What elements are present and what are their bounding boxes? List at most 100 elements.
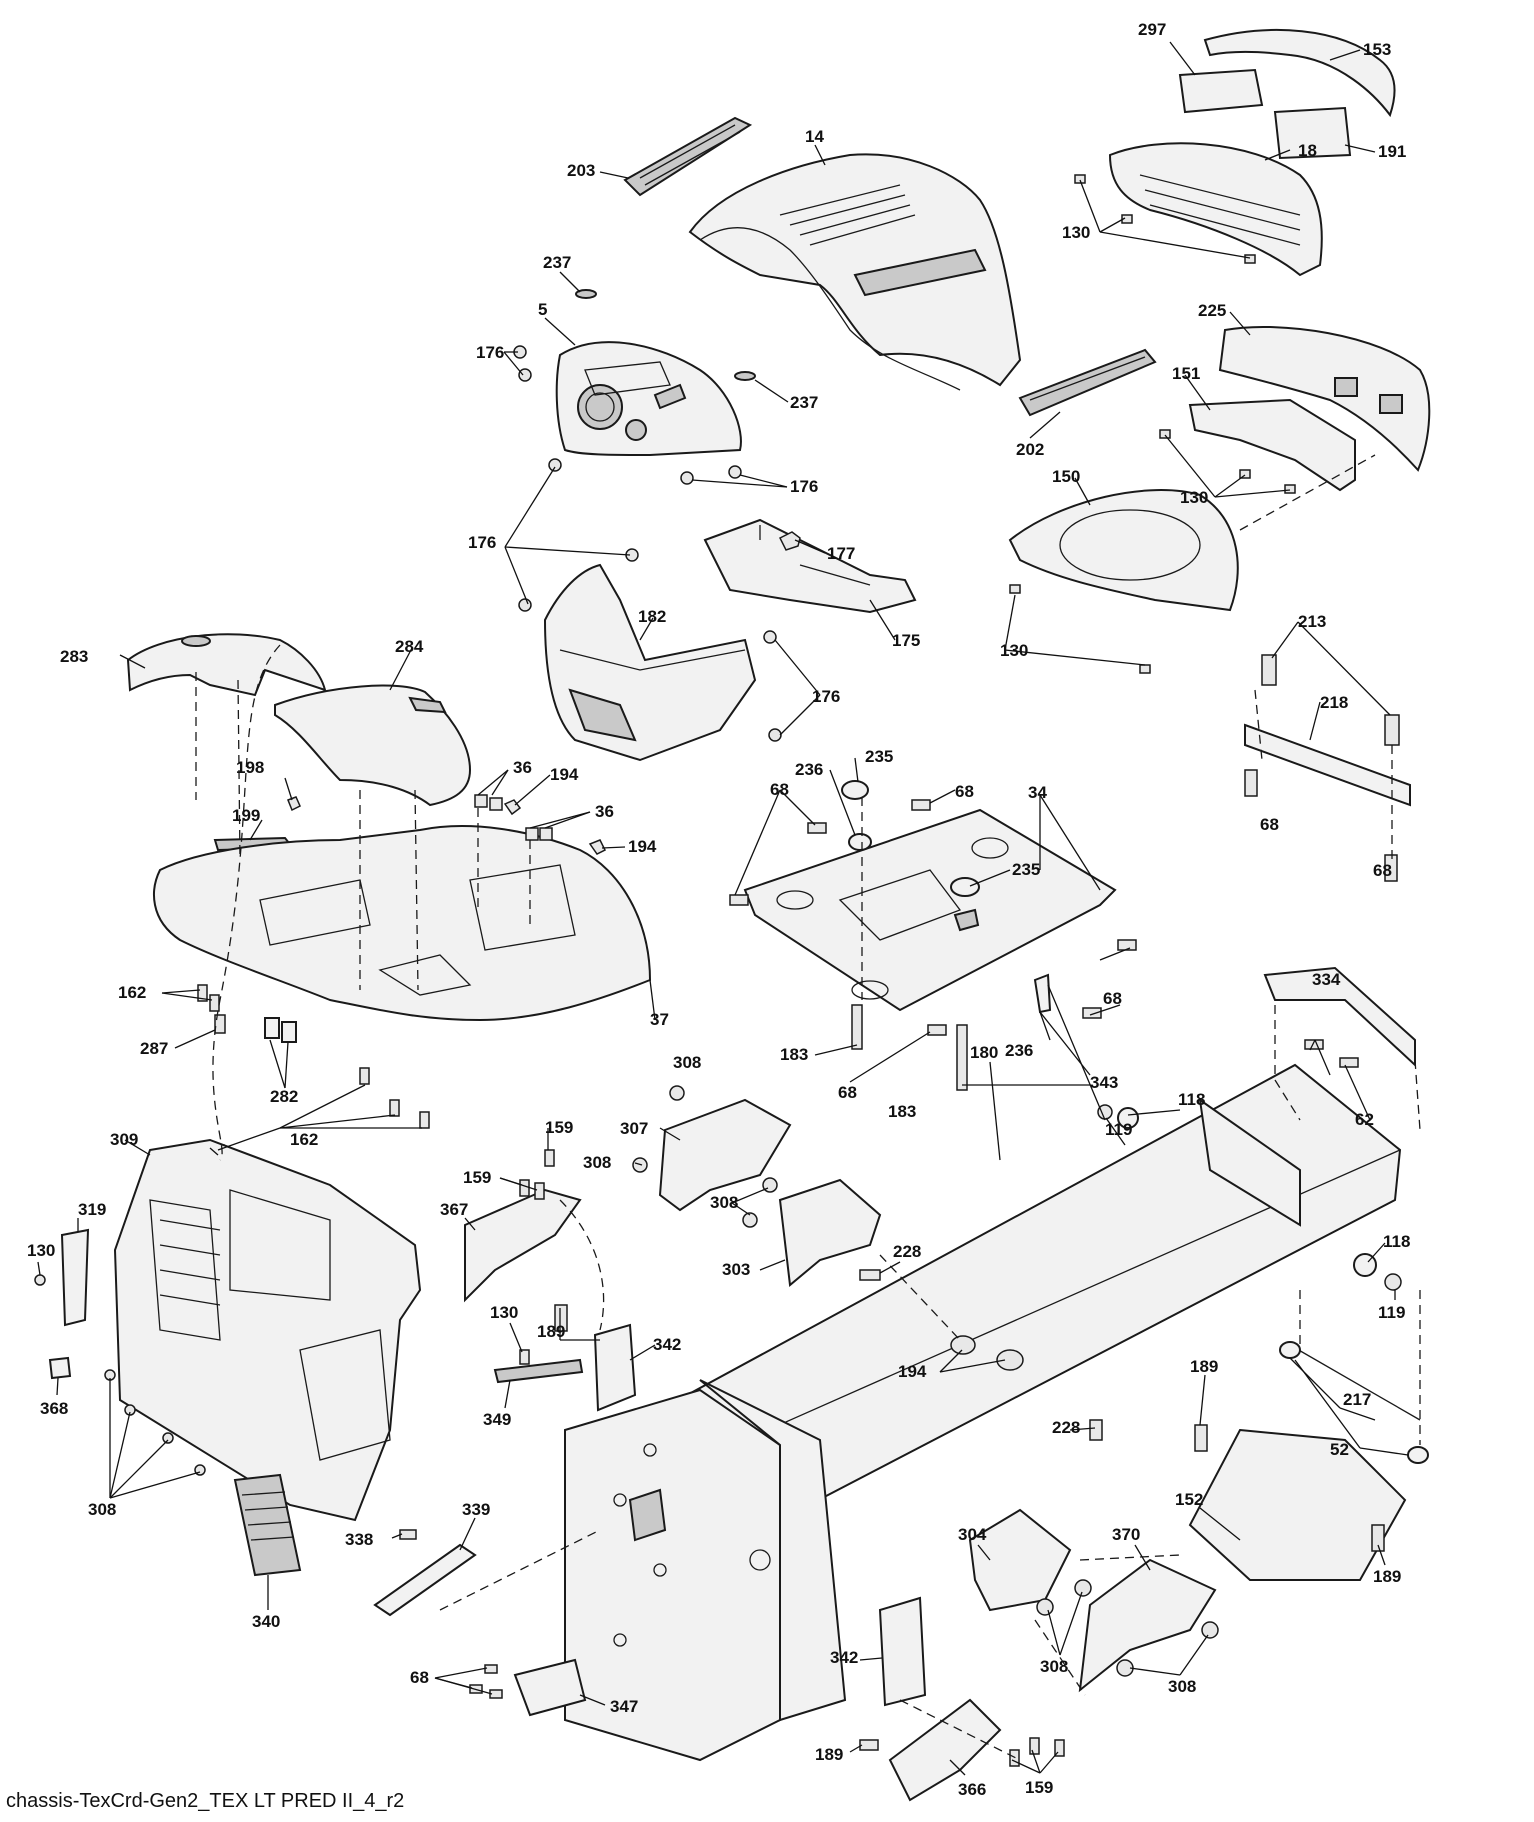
part-150 [1008, 489, 1239, 612]
callout-159: 159 [545, 1118, 573, 1137]
callout-68: 68 [838, 1083, 857, 1102]
part-225 [1218, 325, 1431, 472]
callout-130: 130 [27, 1241, 55, 1260]
callout-198: 198 [236, 758, 264, 777]
plate-part-34 [743, 808, 1117, 1012]
callout-282: 282 [270, 1087, 298, 1106]
hardware-308-lower [1036, 1579, 1219, 1677]
diagram-file-label: chassis-TexCrd-Gen2_TEX LT PRED II_4_r2 [6, 1790, 405, 1812]
nut-119-b [1384, 1273, 1402, 1291]
callout-218: 218 [1320, 693, 1348, 712]
bolt-130-d [519, 1349, 530, 1365]
callout-349: 349 [483, 1410, 511, 1429]
part-297 [1178, 68, 1264, 114]
bolt-213-b [1384, 714, 1400, 746]
part-347 [513, 1658, 587, 1717]
callout-308: 308 [673, 1053, 701, 1072]
callout-182: 182 [638, 607, 666, 626]
part-303 [778, 1178, 882, 1287]
callout-287: 287 [140, 1039, 168, 1058]
callout-175: 175 [892, 631, 920, 650]
part-152 [1188, 1428, 1407, 1581]
callout-labels: 297 153 191 18 130 14 203 237 5 176 237 … [27, 20, 1410, 1799]
callout-307: 307 [620, 1119, 648, 1138]
callout-130: 130 [1180, 488, 1208, 507]
callout-176: 176 [790, 477, 818, 496]
callout-370: 370 [1112, 1525, 1140, 1544]
part-340 [233, 1473, 302, 1577]
callout-347: 347 [610, 1697, 638, 1716]
part-342-b [878, 1596, 927, 1707]
fender-part-37 [153, 825, 652, 1022]
callout-153: 153 [1363, 40, 1391, 59]
hardware-176 [513, 345, 782, 742]
callout-194: 194 [628, 837, 657, 856]
callout-14: 14 [805, 127, 824, 146]
callout-68: 68 [1373, 861, 1392, 880]
callout-176: 176 [812, 687, 840, 706]
callout-52: 52 [1330, 1440, 1349, 1459]
callout-118: 118 [1383, 1232, 1410, 1251]
callout-68: 68 [1260, 815, 1279, 834]
callout-194: 194 [898, 1362, 927, 1381]
callout-338: 338 [345, 1530, 373, 1549]
part-370 [1078, 1558, 1217, 1693]
callout-202: 202 [1016, 440, 1044, 459]
grille-part-202 [1018, 348, 1157, 417]
callout-162: 162 [118, 983, 146, 1002]
part-368 [48, 1356, 72, 1380]
callout-36: 36 [513, 758, 532, 777]
callout-68: 68 [1103, 989, 1122, 1008]
callout-340: 340 [252, 1612, 280, 1631]
part-175 [703, 518, 917, 614]
bolt-189-d [859, 1739, 879, 1751]
part-236-a [848, 833, 872, 851]
part-339 [373, 1543, 477, 1617]
bolt-130-left [34, 1274, 46, 1286]
callout-183: 183 [780, 1045, 808, 1064]
callout-189: 189 [537, 1322, 565, 1341]
part-194-c2 [996, 1349, 1024, 1371]
callout-37: 37 [650, 1010, 669, 1029]
callout-217: 217 [1343, 1390, 1371, 1409]
bolt-68-h [1244, 769, 1258, 797]
callout-237: 237 [790, 393, 818, 412]
part-235-b [950, 877, 980, 897]
frame-part-180 [564, 1063, 1402, 1762]
grille-part-203 [623, 116, 753, 197]
panel-part-309 [113, 1138, 422, 1522]
pin-228-b [1089, 1419, 1103, 1441]
part-367 [464, 1188, 582, 1303]
hardware-36-194 [474, 794, 607, 855]
part-198 [287, 796, 301, 812]
bracket-part-218 [1244, 723, 1411, 807]
bolt-68-i [1384, 854, 1398, 882]
hardware-159-top [519, 1149, 555, 1200]
callout-308: 308 [1168, 1677, 1196, 1696]
part-236-b [953, 908, 980, 932]
callout-236: 236 [1005, 1041, 1033, 1060]
part-182 [543, 563, 757, 762]
callout-339: 339 [462, 1500, 490, 1519]
part-307 [658, 1098, 792, 1212]
callout-191: 191 [1378, 142, 1406, 161]
callout-199: 199 [232, 806, 260, 825]
part-343 [1033, 973, 1052, 1014]
callout-189: 189 [815, 1745, 843, 1764]
callout-228: 228 [1052, 1418, 1080, 1437]
callout-194: 194 [550, 765, 579, 784]
bolt-213-a [1261, 654, 1277, 686]
callout-130: 130 [490, 1303, 518, 1322]
callout-130: 130 [1062, 223, 1090, 242]
grill-part-18 [1108, 142, 1323, 277]
callout-189: 189 [1190, 1357, 1218, 1376]
part-237-a [575, 289, 597, 299]
callout-68: 68 [770, 780, 789, 799]
bolt-189-b [1371, 1524, 1385, 1552]
callout-162: 162 [290, 1130, 318, 1149]
callout-62: 62 [1355, 1110, 1374, 1129]
callout-235: 235 [865, 747, 893, 766]
part-284 [274, 684, 472, 807]
callout-236: 236 [795, 760, 823, 779]
callout-367: 367 [440, 1200, 468, 1219]
